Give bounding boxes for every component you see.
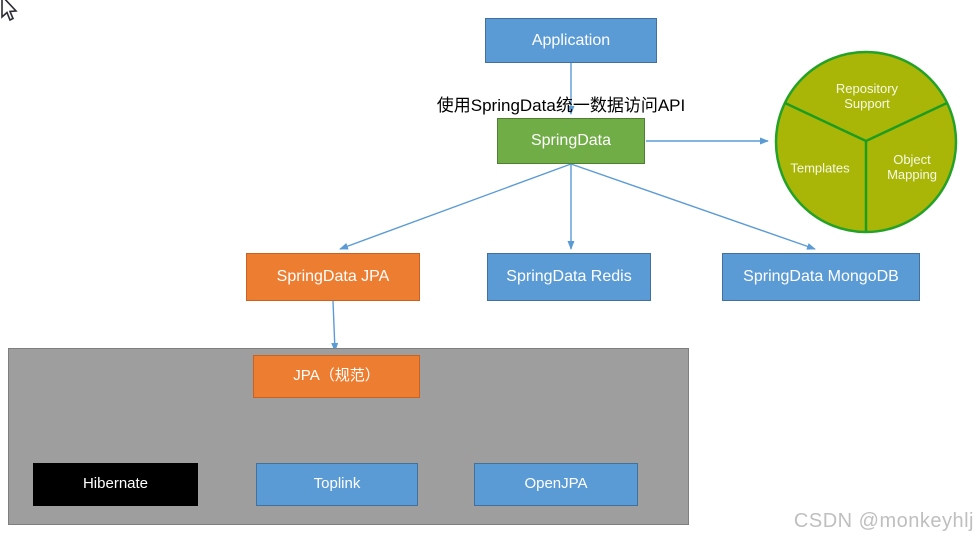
capabilities-pie-circle <box>774 50 958 234</box>
node-hibernate: Hibernate <box>33 463 198 506</box>
node-springdata-mongodb: SpringData MongoDB <box>722 253 920 301</box>
node-jpa-spec: JPA（规范） <box>253 355 420 398</box>
mouse-cursor-icon <box>1 0 18 22</box>
csdn-watermark: CSDN @monkeyhlj <box>793 510 974 532</box>
pie-label-templates: Templates <box>790 160 850 176</box>
node-springdata-jpa: SpringData JPA <box>246 253 420 301</box>
node-openjpa: OpenJPA <box>474 463 638 506</box>
annotation-unified-api: 使用SpringData统一数据访问API <box>436 96 686 115</box>
arrow-springdata-to-mongodb <box>570 163 816 250</box>
node-springdata: SpringData <box>497 118 645 164</box>
node-toplink: Toplink <box>256 463 418 506</box>
arrow-sdjpa-to-jpaspec <box>331 300 339 352</box>
arrow-springdata-to-jpa <box>339 163 572 250</box>
node-springdata-redis: SpringData Redis <box>487 253 651 301</box>
pie-label-object-mapping: Object Mapping <box>887 152 937 182</box>
node-application: Application <box>485 18 657 63</box>
pie-label-repository-support: Repository Support <box>835 81 899 111</box>
